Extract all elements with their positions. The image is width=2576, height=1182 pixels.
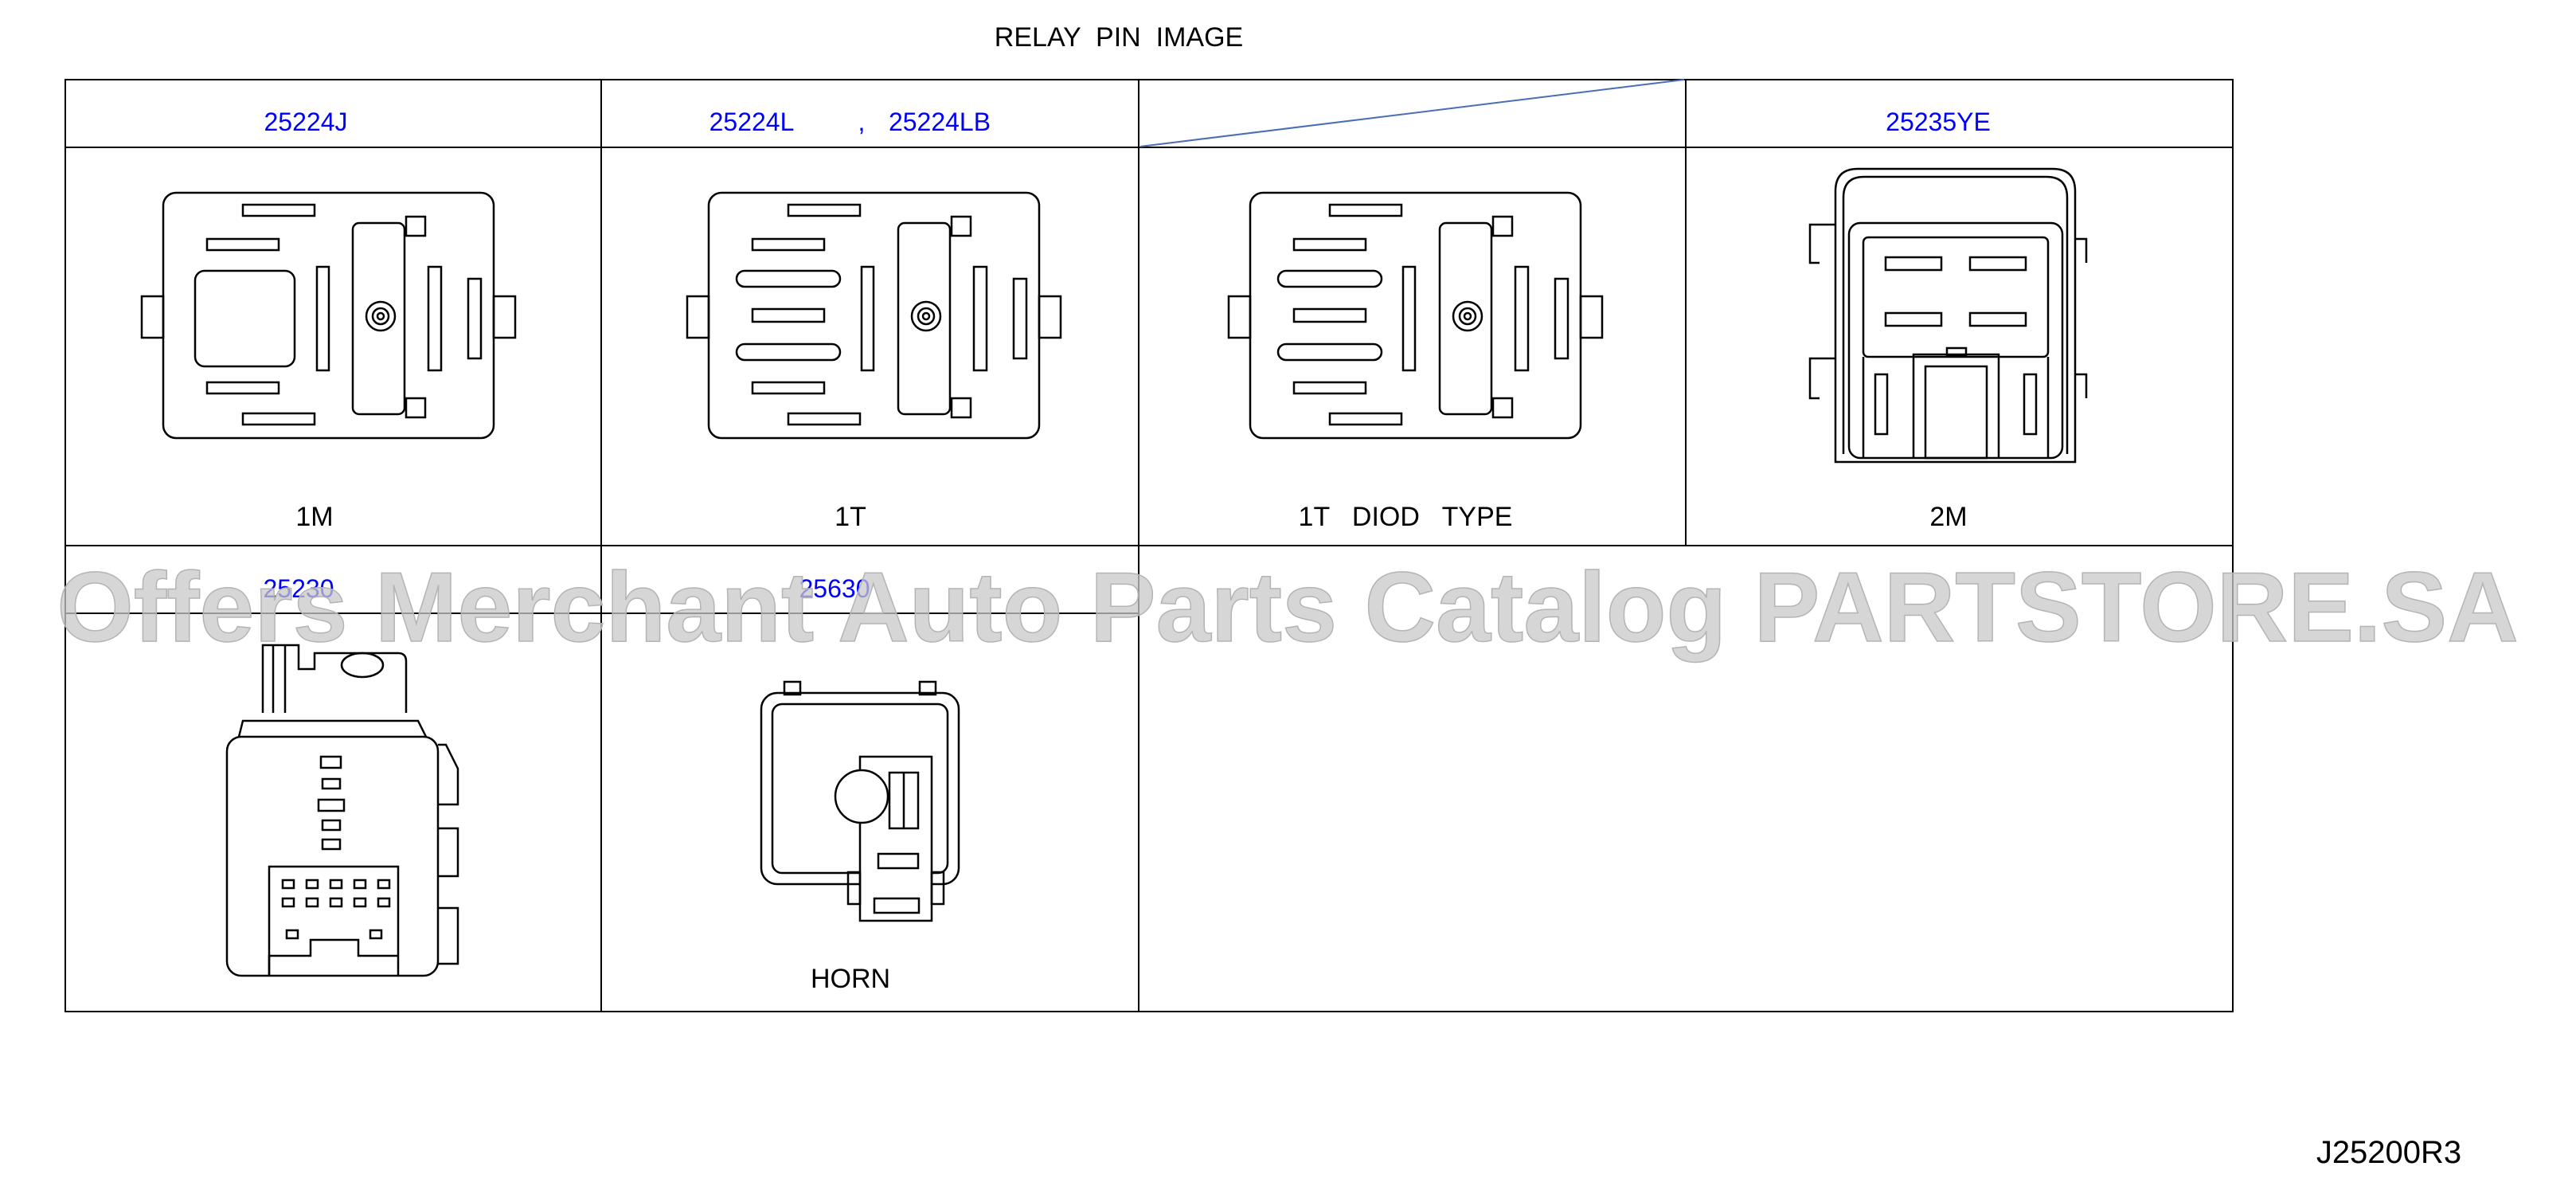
relay-1t-diode-label: 1T DIOD TYPE	[1299, 502, 1513, 532]
part-number-25224j[interactable]: 25224J	[264, 108, 348, 136]
relay-1m-icon	[140, 191, 517, 440]
relay-1t-label: 1T	[835, 502, 866, 532]
relay-1m-label: 1M	[295, 502, 333, 532]
part-number-25230[interactable]: 25230	[264, 574, 334, 603]
watermark-text: Offers Merchant Auto Parts Catalog PARTS…	[57, 553, 2518, 663]
table-grid	[64, 79, 2234, 1012]
drawing-code: J25200R3	[2316, 1135, 2461, 1170]
part-number-25630[interactable]: 25630	[799, 574, 870, 603]
horn-relay-icon	[760, 680, 960, 922]
part-number-25224lb[interactable]: 25224LB	[889, 108, 991, 136]
part-number-separator: ,	[858, 108, 866, 136]
empty-cell-diagonal	[1139, 79, 1685, 147]
relay-2m-icon	[1808, 167, 2088, 464]
relay-2m-label: 2M	[1929, 502, 1967, 532]
relay-1t-diode-icon	[1227, 191, 1604, 440]
diagram-title: RELAY PIN IMAGE	[995, 22, 1243, 53]
part-number-25235ye[interactable]: 25235YE	[1886, 108, 1991, 136]
part-number-25224l[interactable]: 25224L	[709, 108, 795, 136]
relay-1t-icon	[686, 191, 1062, 440]
horn-relay-label: HORN	[811, 964, 890, 994]
relay-25230-icon	[225, 644, 459, 977]
